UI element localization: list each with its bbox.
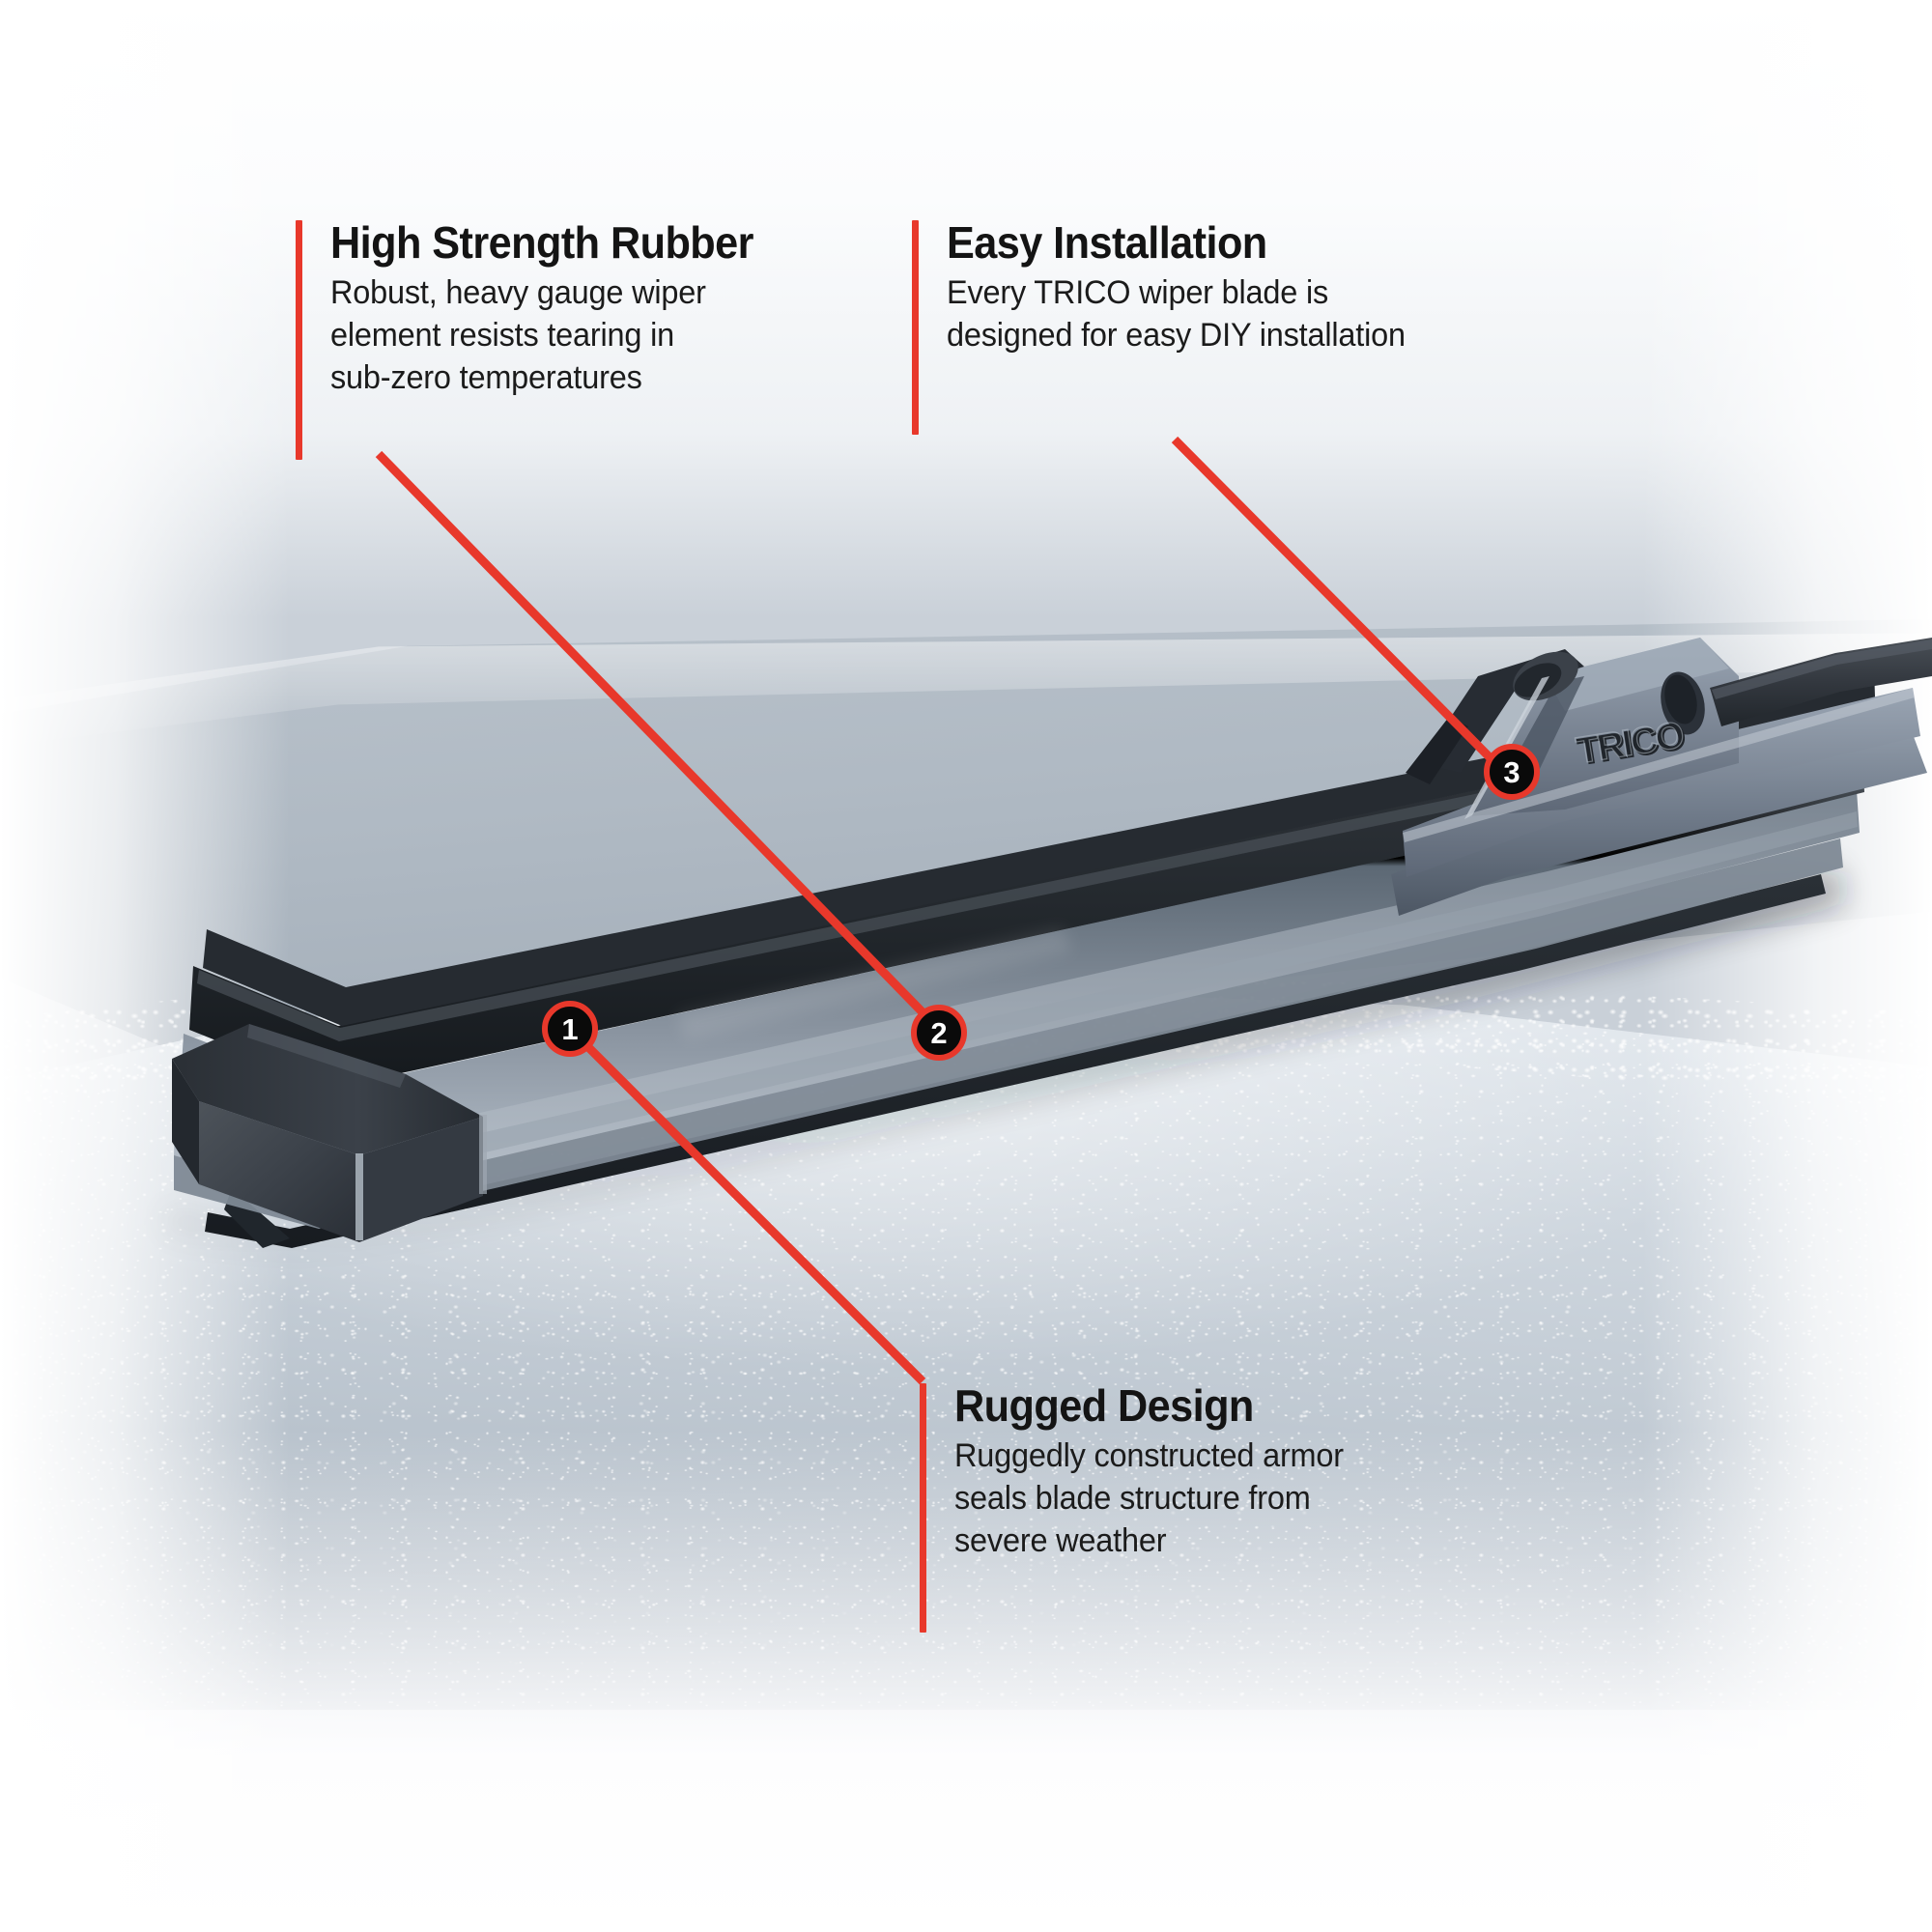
callout-title: Rugged Design [954,1380,1254,1431]
callout-title: Easy Installation [947,217,1267,268]
callout-easy-installation: Easy Installation Every TRICO wiper blad… [912,220,1588,435]
callout-badge-3[interactable]: 3 [1484,744,1540,800]
top-white-fade [0,0,1932,618]
callout-badge-1[interactable]: 1 [542,1001,598,1057]
callout-badge-2[interactable]: 2 [911,1005,967,1061]
callout-text-group: Rugged Design Ruggedly constructed armor… [954,1383,1362,1562]
callout-title: High Strength Rubber [330,217,753,268]
callout-rugged-design: Rugged Design Ruggedly constructed armor… [920,1383,1538,1634]
bottom-white-fade [0,1430,1932,1932]
right-white-fade [1642,0,1932,1932]
callout-text-group: High Strength Rubber Robust, heavy gauge… [330,220,781,399]
callout-high-strength-rubber: High Strength Rubber Robust, heavy gauge… [296,220,914,462]
callout-text-group: Easy Installation Every TRICO wiper blad… [947,220,1427,356]
callout-badge-2-label: 2 [930,1015,948,1050]
callout-badge-3-label: 3 [1503,754,1520,789]
callout-accent-bar [912,220,919,435]
callout-accent-bar [296,220,302,460]
callout-accent-bar [920,1383,926,1633]
callout-badge-1-label: 1 [561,1011,579,1046]
left-white-fade [0,0,290,1932]
